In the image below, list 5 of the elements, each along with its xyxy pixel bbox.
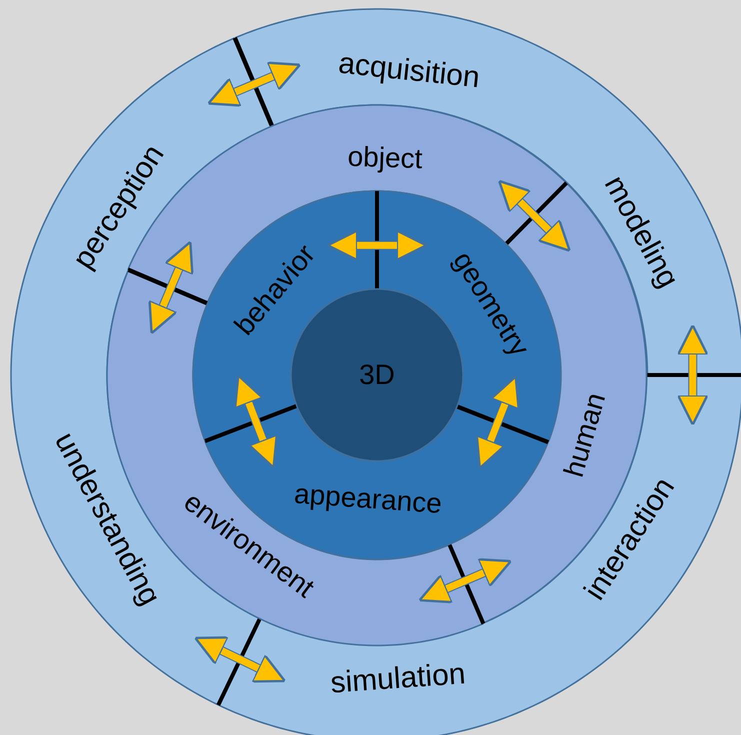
- ring-label: acquisition: [336, 48, 482, 93]
- ring-label: 3D: [359, 361, 395, 389]
- ring-label: object: [346, 142, 422, 174]
- ring-label: simulation: [330, 660, 467, 699]
- ring-label: human: [559, 390, 610, 480]
